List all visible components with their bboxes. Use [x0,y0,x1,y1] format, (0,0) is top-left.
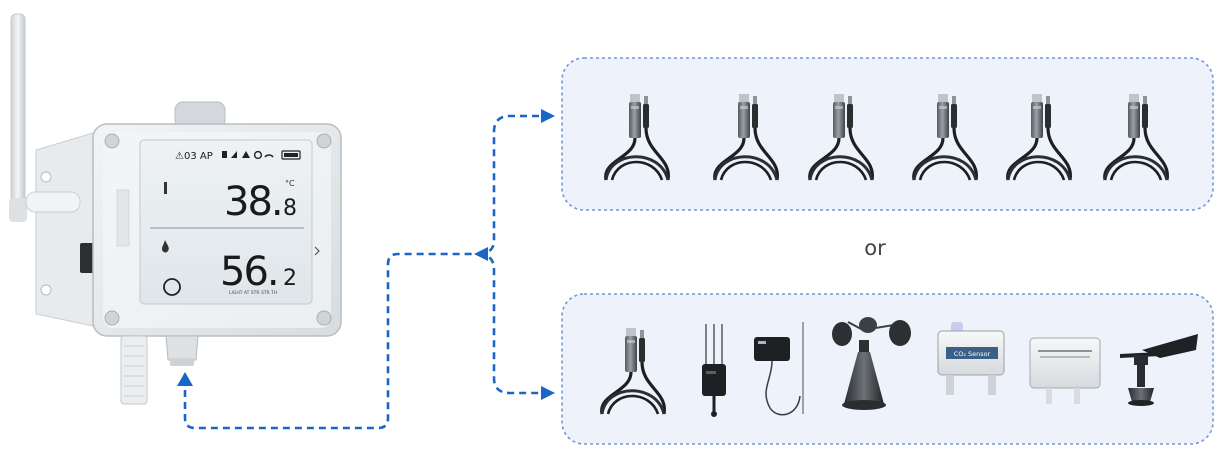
arrow-to-device [177,372,193,386]
temperature-unit: °C [285,179,295,188]
lcd-bottom-labels: LIGHT AT STR STR TH [229,290,277,296]
co2-sensor-label: CO₂ Sensor [954,350,991,358]
arrow-lower-panel [541,386,555,400]
humidity-icon [162,240,169,253]
upper-sensor-panel [561,57,1214,211]
power-button[interactable] [163,278,181,296]
soil-moisture-sensor [702,324,726,417]
wind-vane-sensor [1119,334,1198,406]
temperature-decimal: 8 [283,196,297,221]
lcd-alarm-indicator: ⚠03 AP [175,151,213,162]
connector-lines [183,114,552,430]
humidity-decimal: 2 [283,266,297,291]
or-divider-text: or [864,236,886,260]
cable-gland [165,335,199,361]
humidity-reading: 56. [220,249,278,295]
arrow-junction [474,247,488,261]
upper-branch-line [477,114,552,256]
connector-arrows [177,109,555,400]
anemometer-sensor [832,317,911,410]
lower-sensor-panel [561,293,1214,445]
antenna [10,13,26,211]
pressure-sensor [1029,337,1101,404]
sensor-device: ⚠03 AP 38. 8 °C 56. 2 [9,13,342,405]
humidity-probe-vent [120,335,148,405]
arrow-upper-panel [541,109,555,123]
temperature-reading: 38. [224,179,282,225]
lcd-screen [139,139,313,305]
thermocouple-sensor [754,322,804,416]
lcd-status-icons [222,150,301,160]
thermometer-icon [164,182,167,194]
lower-branch-line [477,252,552,395]
co2-sensor: CO₂ Sensor [937,322,1005,395]
